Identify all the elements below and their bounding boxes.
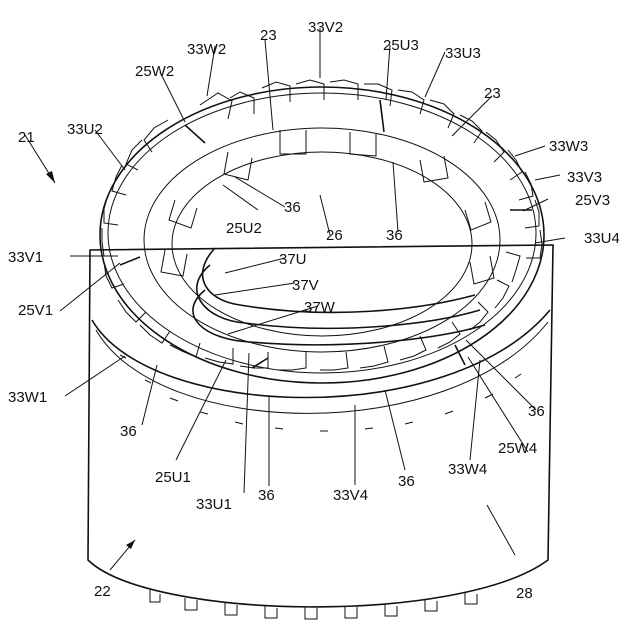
label-33w2: 33W2 — [187, 41, 226, 58]
label-core-body: 28 — [516, 585, 533, 602]
label-hook-2: 36 — [386, 227, 403, 244]
label-hook-6: 36 — [528, 403, 545, 420]
label-33v3: 33V3 — [567, 169, 602, 186]
label-insulator-2: 23 — [484, 85, 501, 102]
label-25v3: 25V3 — [575, 192, 610, 209]
label-25u1: 25U1 — [155, 469, 191, 486]
label-hook-4: 36 — [258, 487, 275, 504]
label-stator-core: 22 — [94, 583, 111, 600]
label-25v1: 25V1 — [18, 302, 53, 319]
label-33v4: 33V4 — [333, 487, 368, 504]
label-33u1: 33U1 — [196, 496, 232, 513]
label-33v1: 33V1 — [8, 249, 43, 266]
label-33u2: 33U2 — [67, 121, 103, 138]
label-ring-holder: 26 — [326, 227, 343, 244]
label-lead-v: 37V — [292, 277, 319, 294]
label-33u3: 33U3 — [445, 45, 481, 62]
label-33w3: 33W3 — [549, 138, 588, 155]
label-stator-assembly: 21 — [18, 129, 35, 146]
label-25w2: 25W2 — [135, 63, 174, 80]
label-lead-w: 37W — [304, 299, 336, 316]
label-hook-3: 36 — [120, 423, 137, 440]
label-33v2: 33V2 — [308, 19, 343, 36]
label-insulator: 23 — [260, 27, 277, 44]
label-hook-5: 36 — [398, 473, 415, 490]
label-hook-1: 36 — [284, 199, 301, 216]
label-25u3: 25U3 — [383, 37, 419, 54]
label-33w1: 33W1 — [8, 389, 47, 406]
label-25u2: 25U2 — [226, 220, 262, 237]
label-25w4: 25W4 — [498, 440, 537, 457]
label-33u4: 33U4 — [584, 230, 620, 247]
label-33w4: 33W4 — [448, 461, 487, 478]
label-lead-u: 37U — [279, 251, 307, 268]
